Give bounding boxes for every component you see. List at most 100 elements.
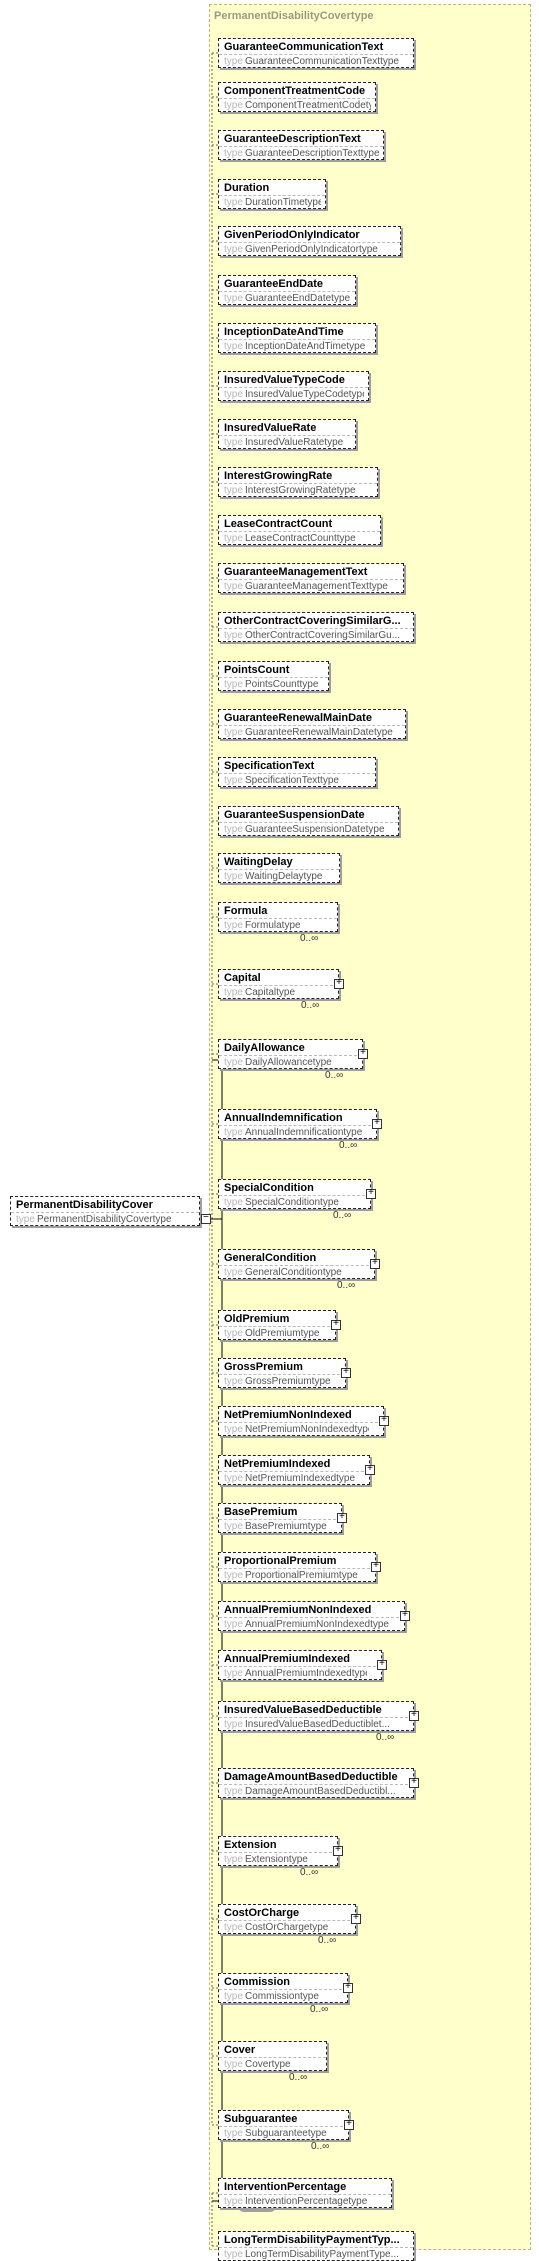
type-prefix: type [224,341,243,352]
expand-icon[interactable]: + [341,1367,351,1378]
element-divider [219,2247,413,2248]
expand-icon[interactable]: + [333,1845,343,1856]
expand-icon[interactable]: + [351,1913,361,1924]
element-divider [219,1617,404,1618]
type-prefix: type [224,679,243,690]
element-name: GrossPremium [224,1361,303,1373]
expand-icon[interactable]: + [358,1048,368,1059]
expand-icon[interactable]: + [370,1258,380,1269]
type-prefix: type [224,987,243,998]
type-prefix: type [224,533,243,544]
element-divider [219,146,383,147]
expand-icon[interactable]: + [409,1777,419,1788]
element-divider [219,579,403,580]
occurrence-label: 0..∞ [376,1732,395,1743]
type-prefix: type [224,1991,243,2002]
element-type: DurationTimetype [245,197,321,208]
element-name: GuaranteeEndDate [224,278,324,290]
occurrence-label: 0..∞ [337,1280,356,1291]
expand-icon[interactable]: + [343,1982,353,1993]
type-prefix: type [224,1267,243,1278]
expand-icon[interactable]: + [400,1610,410,1621]
element-type: InsuredValueBasedDeductiblet... [245,1719,390,1730]
element-name: Capital [224,972,261,984]
element-type: Formulatype [245,920,301,931]
type-prefix: type [224,1376,243,1387]
expand-icon[interactable]: + [409,1710,419,1721]
expand-icon[interactable]: + [377,1659,387,1670]
element-type: PointsCounttype [245,679,319,690]
occurrence-label: 0..∞ [325,1070,344,1081]
element-type: NetPremiumNonIndexedtype [245,1424,369,1435]
collapse-icon[interactable]: − [201,1213,211,1224]
element-divider [219,54,413,55]
expand-icon[interactable]: + [371,1561,381,1572]
expand-icon[interactable]: + [334,978,344,989]
type-prefix: type [224,630,243,641]
expand-icon[interactable]: + [366,1188,376,1199]
element-divider [219,1989,347,1990]
type-prefix: type [224,1473,243,1484]
expand-icon[interactable]: + [372,1118,382,1129]
expand-icon[interactable]: + [379,1415,389,1426]
element-name: InterventionPercentage [224,2181,347,2193]
expand-icon[interactable]: + [365,1464,375,1475]
expand-icon[interactable]: + [344,2119,354,2130]
element-divider [219,1784,413,1785]
type-prefix: type [224,148,243,159]
element-name: CostOrCharge [224,1907,300,1919]
type-prefix: type [224,1424,243,1435]
element-type: WaitingDelaytype [245,871,323,882]
type-prefix: type [224,485,243,496]
expand-icon[interactable]: + [331,1319,341,1330]
element-name: LeaseContractCount [224,518,333,530]
expand-icon[interactable]: + [337,1512,347,1523]
occurrence-label: 0..∞ [311,2141,330,2152]
type-prefix: type [224,727,243,738]
root-element[interactable]: PermanentDisabilityCover type PermanentD… [10,1196,200,1226]
element-type: SpecificationTexttype [245,775,339,786]
element-type: SpecialConditiontype [245,1197,339,1208]
